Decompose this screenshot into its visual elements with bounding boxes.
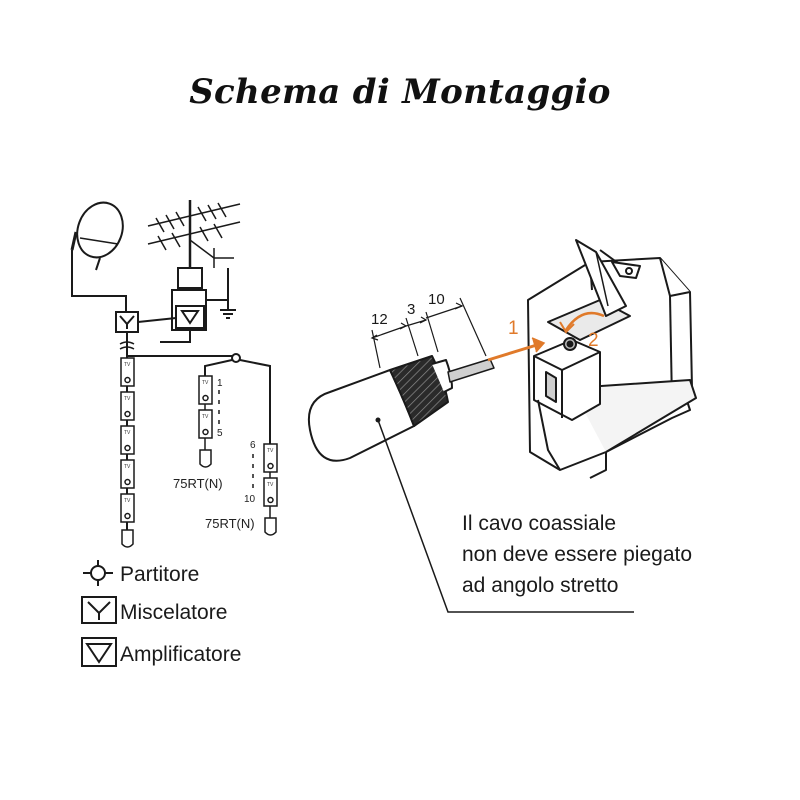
tv-outlet [120, 459, 135, 489]
branch-number-end: 10 [244, 494, 256, 505]
tv-outlet [120, 391, 135, 421]
branch-number-start: 1 [217, 378, 223, 389]
tv-outlet [263, 477, 278, 507]
termination-label-2: 75RT(N) [205, 516, 255, 531]
satellite-dish-icon [70, 201, 124, 271]
legend-item-splitter [83, 560, 113, 586]
termination-label-1: 75RT(N) [173, 476, 223, 491]
amplifier-icon [81, 637, 117, 667]
coaxial-cable [308, 355, 495, 462]
tv-outlet [120, 493, 135, 523]
distribution-schematic [70, 200, 271, 530]
note-line-2: non deve essere piegato [462, 543, 692, 566]
insertion-steps [487, 311, 605, 362]
splitter-icon [90, 565, 106, 581]
tv-outlet [120, 357, 135, 387]
mixer-icon [81, 596, 117, 624]
branch-number-end: 5 [217, 428, 223, 439]
dimension-braid-fold: 3 [407, 301, 415, 318]
connector-socket [527, 239, 697, 479]
dimension-jacket-strip: 12 [371, 311, 388, 328]
outlet-column-branch-1 [198, 375, 220, 468]
tv-outlet [120, 425, 135, 455]
legend-label-amplifier: Amplificatore [120, 643, 241, 666]
branch-number-start: 6 [250, 440, 256, 451]
note-leader-line [377, 419, 634, 613]
note-line-3: ad angolo stretto [462, 574, 618, 597]
legend-item-amplifier [81, 637, 117, 667]
outlet-column-branch-2 [252, 443, 278, 536]
dimension-conductor-length: 10 [428, 291, 445, 308]
page-title: Schema di Montaggio [189, 72, 611, 112]
legend-item-mixer [81, 596, 117, 624]
outlet-label: TV [124, 498, 131, 504]
note-leader-dot [375, 417, 381, 423]
outlet-label: TV [124, 430, 131, 436]
outlet-label: TV [202, 380, 209, 386]
outlet-label: TV [267, 482, 274, 488]
tv-outlet [198, 409, 213, 439]
outlet-label: TV [267, 448, 274, 454]
tv-outlet [263, 443, 278, 473]
note-line-1: Il cavo coassiale [462, 512, 616, 535]
tv-outlet [198, 375, 213, 405]
headend-amplifier-icon [175, 305, 205, 329]
termination-resistor [264, 517, 277, 536]
headend-mixer-icon [115, 311, 139, 333]
legend: Partitore Miscelatore Amplificatore [81, 560, 241, 667]
network-splitter-icon [231, 353, 241, 363]
termination-resistor [121, 529, 134, 548]
outlet-label: TV [124, 362, 131, 368]
step-label-2: 2 [588, 330, 599, 351]
legend-label-splitter: Partitore [120, 563, 199, 586]
step-label-1: 1 [508, 318, 519, 339]
outlet-label: TV [124, 396, 131, 402]
outlet-label: TV [202, 414, 209, 420]
strip-dimensions [370, 297, 487, 369]
termination-resistor [199, 449, 212, 468]
terrestrial-antenna-icon [147, 200, 241, 330]
legend-label-mixer: Miscelatore [120, 601, 227, 624]
outlet-label: TV [124, 464, 131, 470]
outlet-column-main [120, 357, 135, 548]
